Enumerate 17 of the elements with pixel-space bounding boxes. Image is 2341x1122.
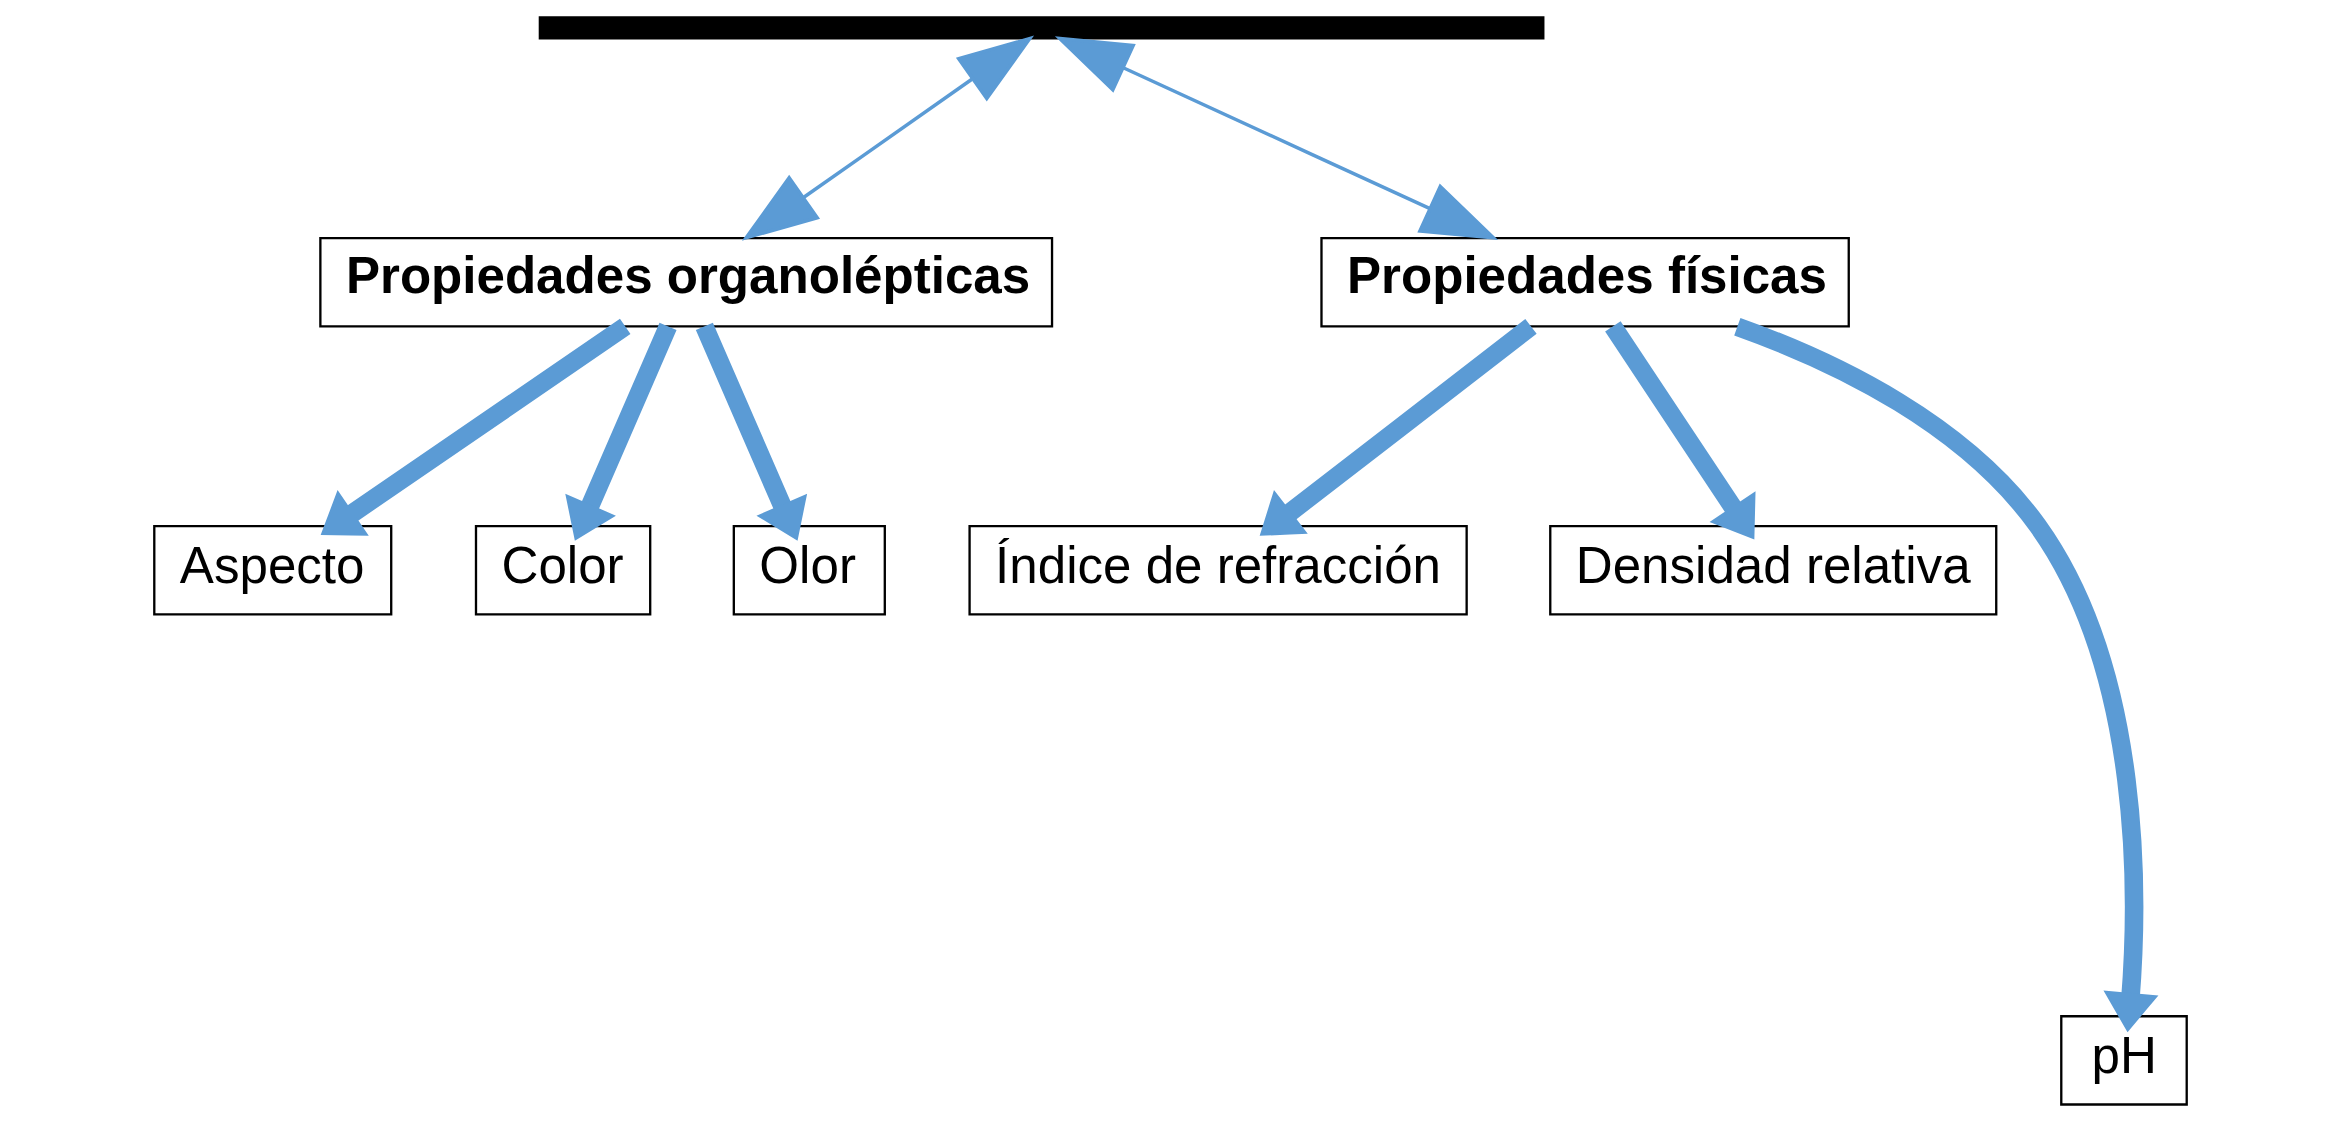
node-bar xyxy=(538,16,1545,40)
node-box: Densidad relativa xyxy=(1549,525,1998,616)
node-box: Color xyxy=(474,525,652,616)
arrow xyxy=(741,35,1035,241)
arrow xyxy=(695,322,808,541)
node-box: pH xyxy=(2060,1015,2188,1106)
node-box: Propiedades organolépticas xyxy=(319,237,1054,328)
arrow xyxy=(1605,321,1756,540)
arrow xyxy=(1259,319,1537,536)
node-box: Olor xyxy=(732,525,886,616)
arrow xyxy=(1734,317,2159,1033)
arrow xyxy=(1054,36,1499,240)
node-box: Propiedades físicas xyxy=(1320,237,1850,328)
node-box: Aspecto xyxy=(153,525,393,616)
node-box: Índice de refracción xyxy=(968,525,1468,616)
arrow xyxy=(565,322,677,541)
arrow xyxy=(320,318,631,536)
